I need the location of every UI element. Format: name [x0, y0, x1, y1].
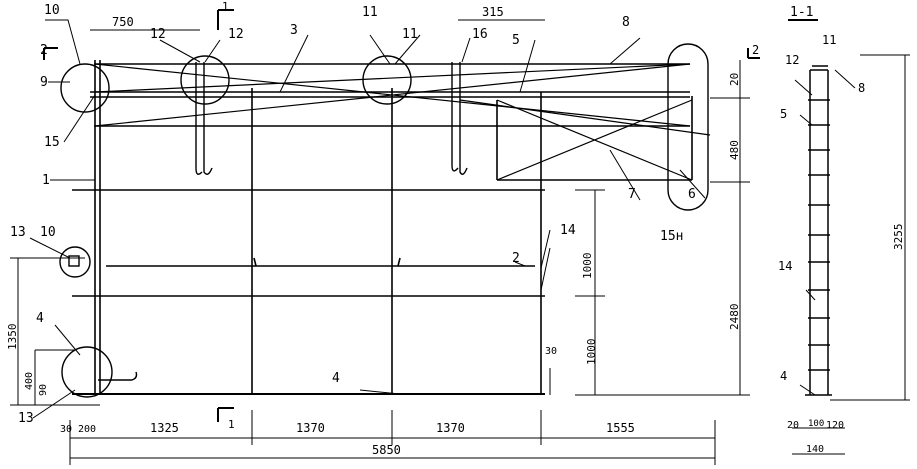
dim-3255: 3255: [892, 224, 905, 251]
mark-2-left: 2: [40, 43, 48, 58]
detail-circles: [59, 43, 709, 398]
mark-15: 15: [44, 135, 60, 150]
section-1-1: [805, 65, 832, 396]
dimension-lines: [10, 19, 910, 465]
section-mark-12: 12: [785, 53, 799, 67]
anchor-hooks: [98, 62, 468, 381]
mark-8: 8: [622, 15, 630, 30]
mark-16: 16: [472, 27, 488, 42]
section-dim-120: 120: [826, 420, 844, 431]
section-dim-140: 140: [806, 444, 824, 455]
section-mark-11: 11: [822, 33, 836, 47]
dim-5850: 5850: [372, 443, 401, 457]
panel-elevation: [72, 60, 693, 395]
dim-1325: 1325: [150, 421, 179, 435]
mark-12-right: 12: [228, 27, 244, 42]
section-mark-14: 14: [778, 259, 792, 273]
dim-30-right: 30: [545, 346, 557, 357]
dim-315: 315: [482, 5, 504, 19]
section-dim-100: 100: [808, 419, 824, 429]
section-label-top: 1: [222, 0, 229, 13]
mark-14-a: 14: [560, 223, 576, 238]
section-marker-top: [43, 9, 818, 422]
mark-10-mid: 10: [40, 225, 56, 240]
dim-200: 200: [78, 424, 96, 435]
section-mark-2: 2: [752, 43, 759, 57]
dim-2480: 2480: [728, 304, 741, 331]
leader-lines: [29, 19, 856, 419]
mark-11-b: 11: [402, 27, 418, 42]
mark-10-top: 10: [44, 3, 60, 18]
mark-6: 6: [688, 187, 696, 202]
dim-480: 480: [728, 140, 741, 160]
section-mark-4: 4: [780, 369, 787, 383]
mark-13-bottom: 13: [18, 411, 34, 426]
mark-4-left: 4: [36, 311, 44, 326]
mark-1: 1: [42, 173, 50, 188]
dim-1370-b: 1370: [436, 421, 465, 435]
section-title: 1-1: [790, 5, 813, 20]
dim-1370-a: 1370: [296, 421, 325, 435]
diagonal-bars: [94, 63, 711, 181]
mark-12-left: 12: [150, 27, 166, 42]
mark-9: 9: [40, 75, 48, 90]
section-label-bottom: 1: [228, 418, 235, 431]
mark-15n: 15н: [660, 229, 683, 244]
dim-1350: 1350: [6, 324, 19, 351]
mark-5: 5: [512, 33, 520, 48]
dim-750: 750: [112, 15, 134, 29]
dim-1000-a: 1000: [581, 253, 594, 280]
dim-90: 90: [38, 384, 49, 396]
section-mark-5: 5: [780, 107, 787, 121]
mark-2-mid: 2: [512, 251, 520, 266]
mark-3: 3: [290, 23, 298, 38]
dim-1555: 1555: [606, 421, 635, 435]
section-dim-20: 20: [787, 420, 799, 431]
mark-7: 7: [628, 187, 636, 202]
section-mark-8: 8: [858, 81, 865, 95]
dim-400: 400: [24, 372, 35, 390]
mark-4-bottom: 4: [332, 371, 340, 386]
mark-11-a: 11: [362, 5, 378, 20]
dim-1000-b: 1000: [585, 339, 598, 366]
mark-13-top: 13: [10, 225, 26, 240]
dim-20: 20: [728, 73, 741, 86]
dim-30: 30: [60, 424, 72, 435]
